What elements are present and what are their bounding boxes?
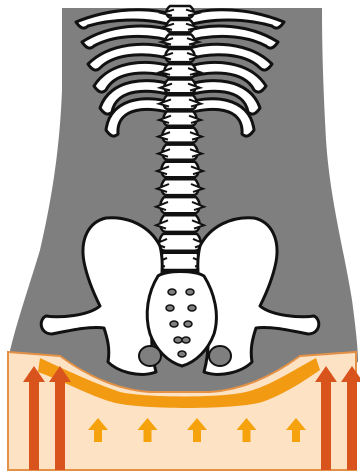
vertebra xyxy=(158,145,202,160)
sacral-foramen xyxy=(168,289,176,295)
sacral-foramen xyxy=(184,321,192,327)
right-obturator-foramen xyxy=(209,346,231,366)
vertebra xyxy=(161,49,199,62)
vertebra xyxy=(159,111,201,125)
vertebra xyxy=(157,162,203,178)
vertebra xyxy=(158,128,202,143)
vertebra xyxy=(159,95,201,109)
vertebra xyxy=(155,234,205,251)
vertebra xyxy=(162,20,198,32)
sacral-foramen xyxy=(182,337,190,343)
sacral-foramen xyxy=(166,305,174,311)
vertebra xyxy=(160,80,200,94)
sacral-foramen xyxy=(174,337,182,343)
left-obturator-foramen xyxy=(139,346,161,366)
vertebra xyxy=(161,34,199,47)
vertebra xyxy=(157,179,203,195)
sacral-foramen xyxy=(178,351,186,357)
vertebra xyxy=(156,197,204,213)
sacral-foramen xyxy=(186,289,194,295)
sacral-foramen xyxy=(188,305,196,311)
vertebra xyxy=(162,6,198,18)
sacral-foramen xyxy=(170,321,178,327)
vertebra xyxy=(160,64,200,77)
vertebra xyxy=(156,215,204,232)
